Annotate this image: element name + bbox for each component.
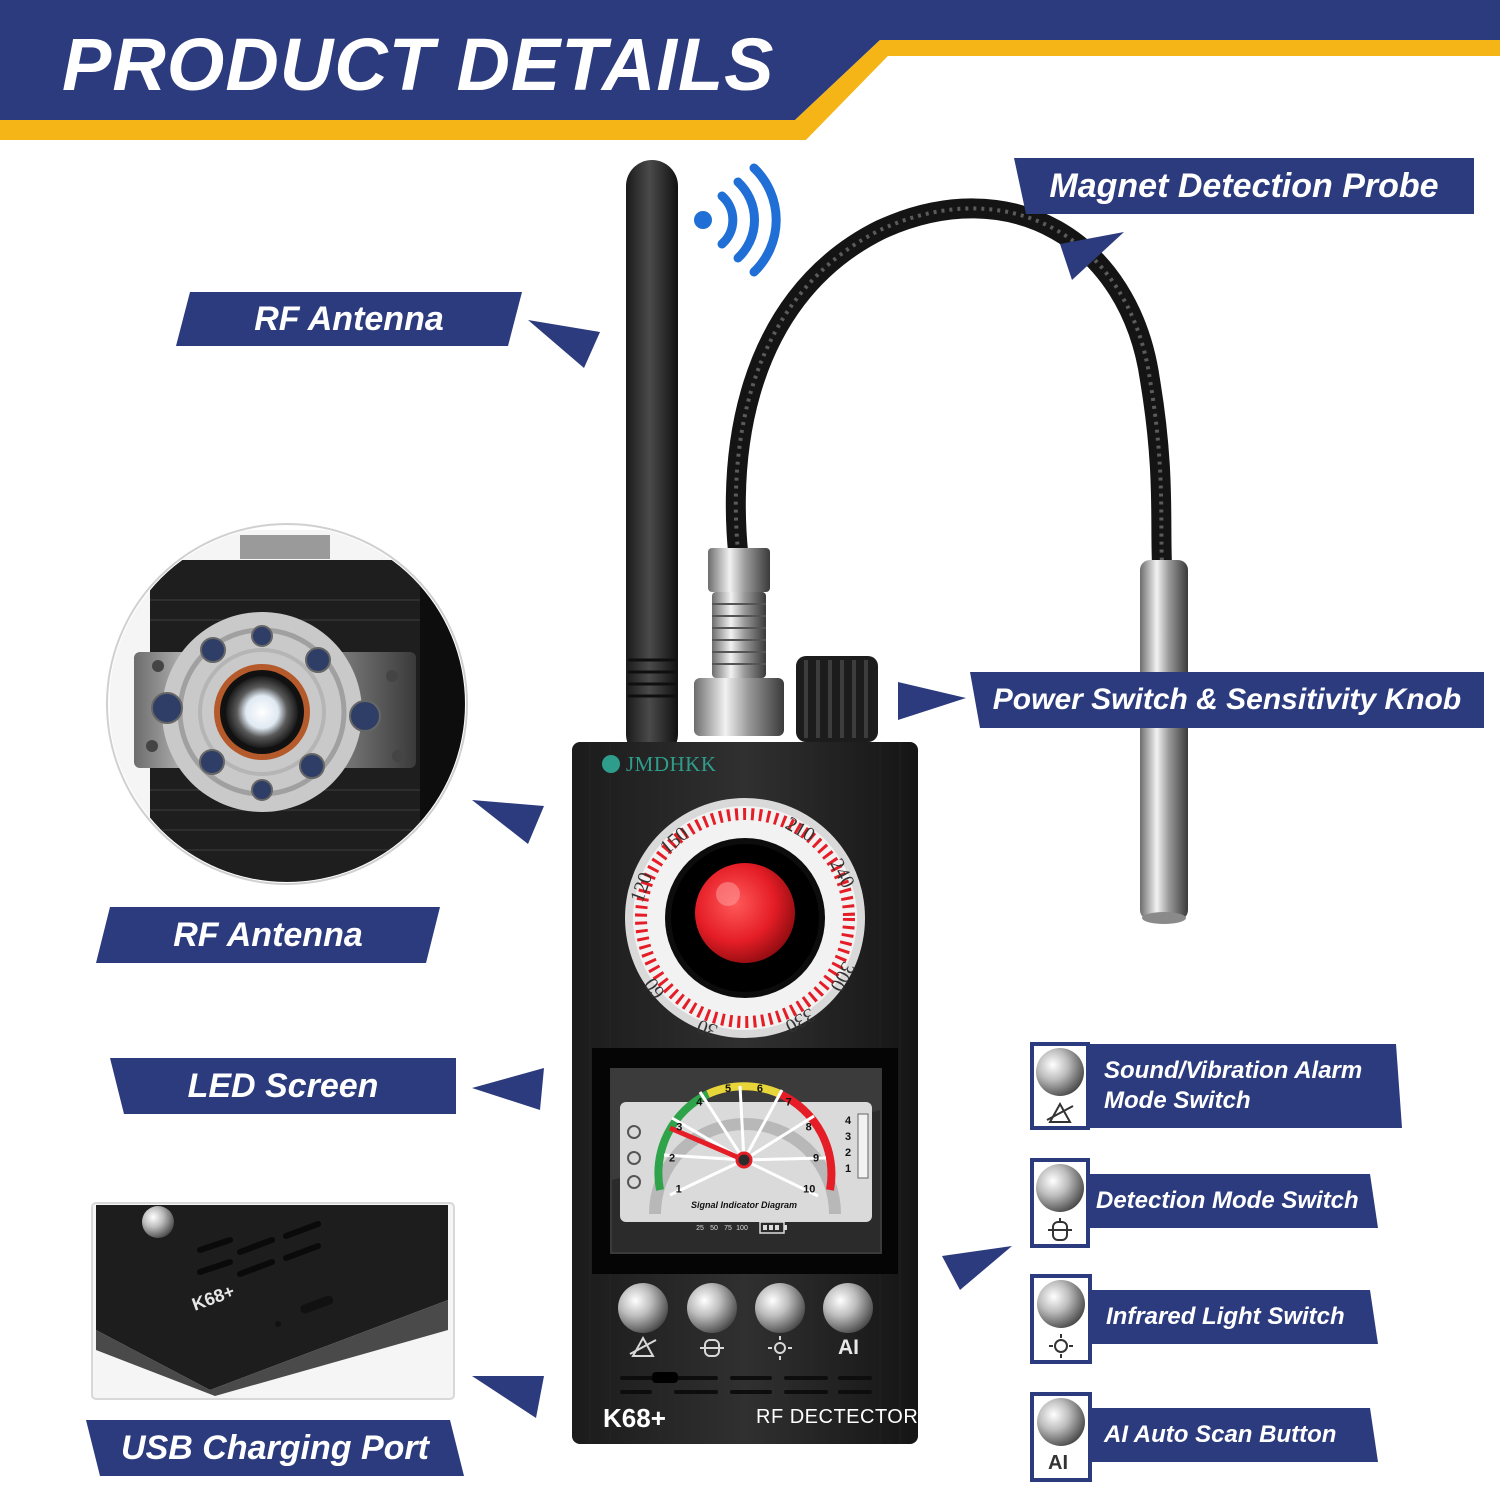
leaf-logo-icon xyxy=(602,755,620,773)
label-usb-port: USB Charging Port xyxy=(86,1420,464,1476)
led-screen: 1 2 3 4 5 6 7 8 9 10 4 3 2 1 Signal Indicator Diagra… xyxy=(592,1048,898,1274)
bell-slash-icon xyxy=(1046,1101,1074,1123)
callout-label: AI Auto Scan Button xyxy=(1104,1421,1337,1448)
pointer-arrow-led xyxy=(472,1068,544,1110)
callout-label: Detection Mode Switch xyxy=(1096,1187,1359,1214)
callout-detection-mode: Detection Mode Switch xyxy=(1030,1158,1378,1248)
callout-label: Infrared Light Switch xyxy=(1106,1303,1345,1330)
gauge-number: 9 xyxy=(813,1152,819,1164)
ai-button-label: AI xyxy=(838,1336,859,1359)
screen-caption: Signal Indicator Diagram xyxy=(691,1200,797,1210)
usb-port-photo: K68+ xyxy=(91,1202,455,1400)
gauge-number: 10 xyxy=(803,1183,815,1195)
side-scale-number: 1 xyxy=(845,1163,851,1175)
label-rf-antenna-top: RF Antenna xyxy=(176,292,522,346)
gauge-number: 2 xyxy=(669,1152,675,1164)
device-subtitle: RF DECTECTOR xyxy=(756,1406,919,1428)
label-power-knob: Power Switch & Sensitivity Knob xyxy=(970,672,1484,728)
signal-scale-value: 25 xyxy=(696,1225,704,1232)
pointer-arrow-rf-antenna xyxy=(528,320,600,368)
gauge-number: 5 xyxy=(725,1083,731,1095)
callout-infrared: Infrared Light Switch xyxy=(1030,1274,1378,1364)
gauge-number: 1 xyxy=(676,1183,682,1195)
label-led-screen: LED Screen xyxy=(110,1058,456,1114)
pointer-arrow-knob xyxy=(898,682,966,720)
pointer-arrow-probe xyxy=(1060,232,1124,280)
callout-ai-scan: AI AI Auto Scan Button xyxy=(1030,1392,1378,1482)
bug-icon xyxy=(700,1339,724,1357)
sun-icon xyxy=(1049,1334,1073,1358)
page-title: PRODUCT DETAILS xyxy=(62,23,775,106)
pointer-arrow-lens xyxy=(472,800,544,844)
signal-scale-value: 100 xyxy=(736,1225,748,1232)
callout-label-line1: Sound/Vibration Alarm xyxy=(1104,1057,1363,1084)
pointer-arrow-buttons xyxy=(942,1246,1012,1290)
side-scale-number: 3 xyxy=(845,1131,851,1143)
bug-icon xyxy=(1048,1218,1072,1241)
rf-antenna xyxy=(626,160,678,760)
screen-status-icons xyxy=(627,1125,641,1189)
brand-logo: JMDHKK xyxy=(602,752,717,777)
gauge-number: 4 xyxy=(696,1097,703,1109)
signal-scale-value: 50 xyxy=(710,1225,718,1232)
callout-label-line2: Mode Switch xyxy=(1104,1087,1251,1114)
sound-vibration-button[interactable] xyxy=(618,1283,668,1333)
battery-icon xyxy=(759,1221,787,1234)
ai-scan-button[interactable] xyxy=(823,1283,873,1333)
ai-text-icon: AI xyxy=(1048,1452,1068,1474)
red-filter-lens xyxy=(695,863,795,963)
sun-icon xyxy=(768,1336,792,1360)
device-model: K68+ xyxy=(603,1403,666,1433)
lens-closeup-photo xyxy=(106,523,468,885)
detection-mode-button[interactable] xyxy=(687,1283,737,1333)
magnet-probe-tip xyxy=(1140,560,1188,920)
side-scale-number: 4 xyxy=(845,1115,852,1127)
bell-slash-icon xyxy=(629,1335,657,1357)
gauge-number: 6 xyxy=(757,1083,763,1095)
wireless-signal-icon xyxy=(694,163,781,277)
gauge-needle xyxy=(669,1125,745,1163)
label-rf-antenna-mid: RF Antenna xyxy=(96,907,440,963)
gauge-number: 3 xyxy=(676,1121,682,1133)
infrared-light-button[interactable] xyxy=(755,1283,805,1333)
pointer-arrow-usb xyxy=(472,1376,544,1418)
label-magnet-probe: Magnet Detection Probe xyxy=(1014,158,1474,214)
gauge-number: 7 xyxy=(786,1097,792,1109)
signal-scale-value: 75 xyxy=(724,1225,732,1232)
magnet-probe-cable xyxy=(725,198,1172,610)
sensitivity-knob[interactable] xyxy=(796,656,878,742)
probe-connector xyxy=(694,548,784,736)
side-scale-number: 2 xyxy=(845,1147,851,1159)
gauge-number: 8 xyxy=(806,1121,812,1133)
brand-name: JMDHKK xyxy=(626,752,717,776)
header-band xyxy=(0,0,1500,146)
